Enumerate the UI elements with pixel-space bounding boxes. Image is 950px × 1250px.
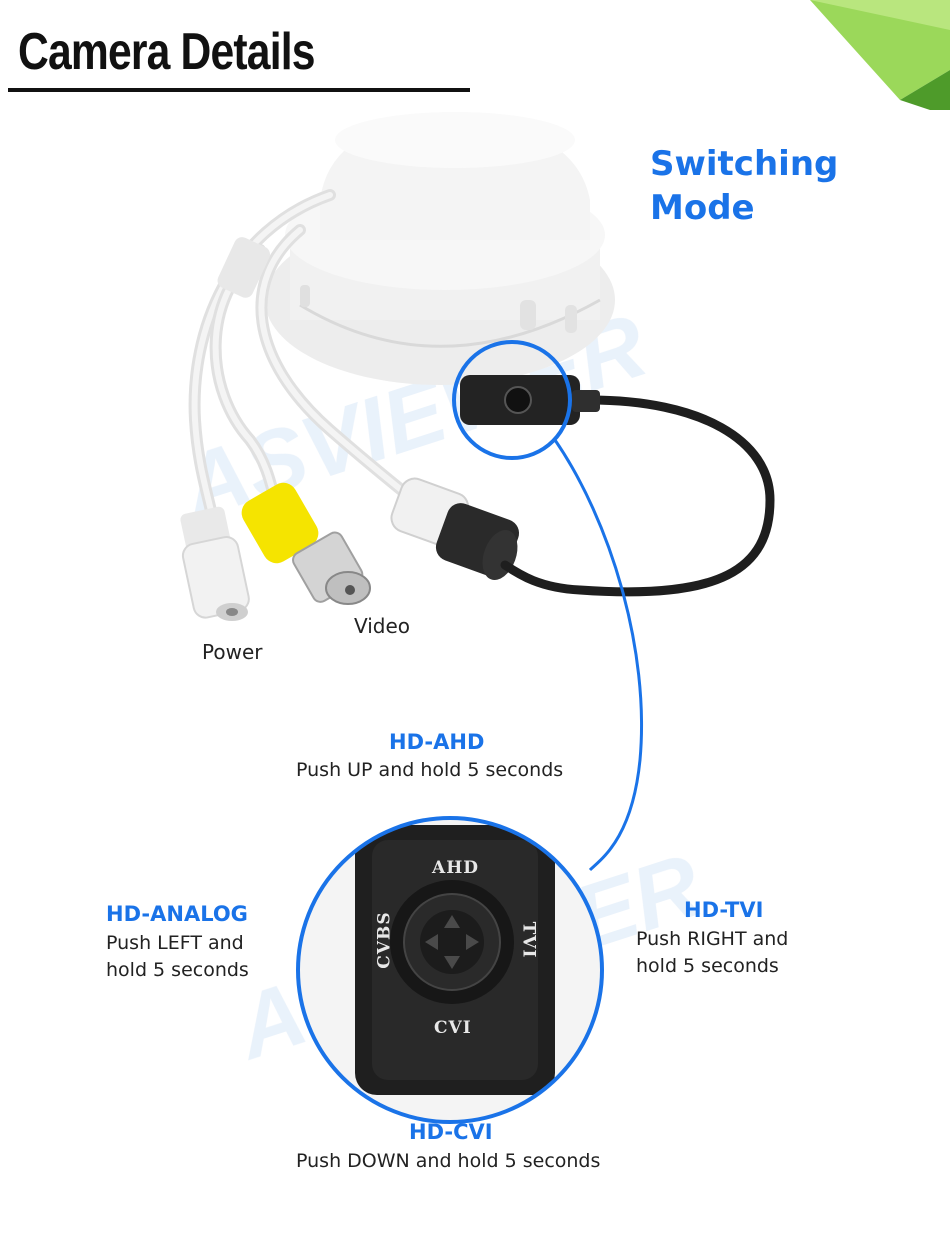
switching-mode-line2: Mode	[650, 188, 755, 228]
mode-tvi-title: HD-TVI	[684, 898, 764, 922]
magnifier-connector	[553, 439, 644, 872]
mode-ahd-desc: Push UP and hold 5 seconds	[296, 759, 564, 781]
page-title: Camera Details	[18, 23, 315, 81]
switching-mode-line1: Switching	[650, 144, 839, 184]
key-label-bottom: CVI	[434, 1018, 472, 1038]
mode-analog-desc-line2: hold 5 seconds	[106, 959, 249, 981]
key-label-top: AHD	[432, 858, 479, 878]
title-underline	[8, 88, 470, 92]
switch-module-small	[460, 375, 600, 425]
power-label: Power	[202, 640, 263, 664]
leaf-decoration-icon	[810, 0, 950, 110]
switch-module-large	[296, 816, 604, 1124]
mode-cvi-title: HD-CVI	[409, 1120, 493, 1144]
key-label-left: CVBS	[374, 911, 395, 969]
magnifier-large	[296, 816, 604, 1124]
key-label-right: TVI	[518, 921, 539, 959]
switch-cable	[500, 395, 775, 597]
video-label: Video	[354, 614, 411, 638]
video-cable	[209, 244, 281, 506]
mode-cvi-desc: Push DOWN and hold 5 seconds	[296, 1150, 601, 1172]
mode-tvi-desc-line2: hold 5 seconds	[636, 955, 779, 977]
switching-mode-heading: Switching Mode	[650, 142, 838, 230]
video-connector	[241, 482, 371, 605]
power-connector	[180, 506, 250, 621]
power-cable	[188, 189, 336, 536]
ahd-cable	[255, 224, 426, 511]
mode-analog-desc-line1: Push LEFT and	[106, 932, 244, 954]
mode-ahd-title: HD-AHD	[389, 730, 485, 754]
camera-dome	[265, 112, 615, 385]
mode-analog-title: HD-ANALOG	[106, 902, 248, 926]
mode-tvi-desc-line1: Push RIGHT and	[636, 928, 789, 950]
magnifier-small	[452, 340, 572, 460]
